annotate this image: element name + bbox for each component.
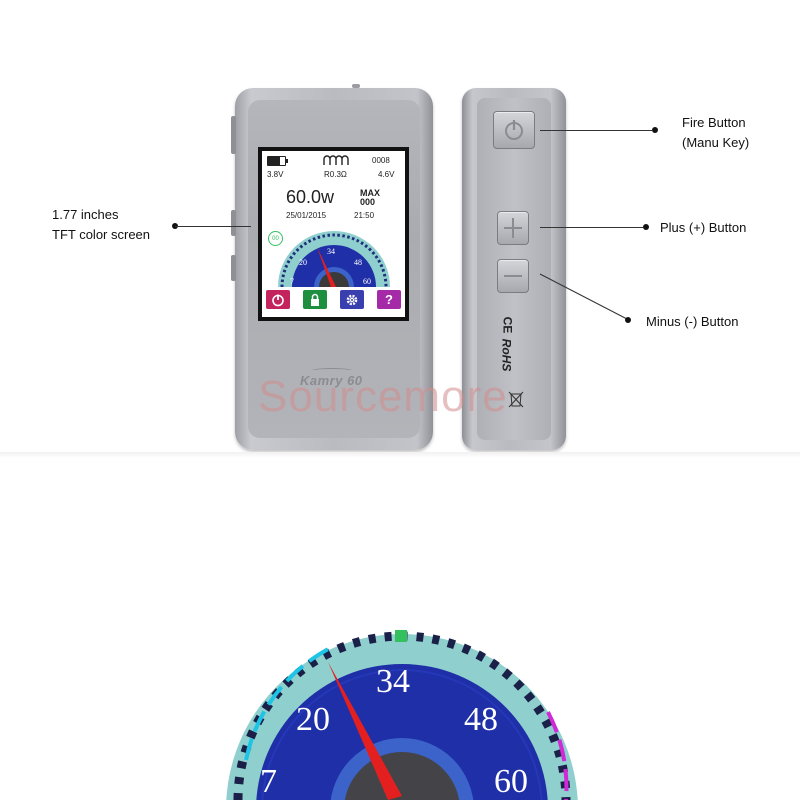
minus-icon — [504, 275, 522, 277]
weee-bin-icon — [508, 391, 524, 408]
date: 25/01/2015 — [286, 211, 327, 220]
plus-callout: Plus (+) Button — [660, 220, 747, 235]
screen-callout-line2: TFT color screen — [52, 227, 151, 242]
mini-gauge-tick: 7 — [290, 277, 294, 286]
plus-callout-dot — [643, 224, 649, 230]
puff-badge-value: 00 — [272, 235, 279, 242]
watermark: Sourcemore — [258, 372, 508, 421]
fire-callout-line1: Fire Button — [682, 115, 746, 130]
minus-callout-line — [539, 273, 631, 323]
gauge-tick-label: 34 — [376, 663, 410, 700]
battery-tip — [286, 159, 288, 163]
front-edge-button[interactable] — [231, 210, 236, 236]
gauge-indicator-icon — [395, 630, 407, 642]
coil-counter: 0008 — [372, 156, 390, 165]
minus-callout: Minus (-) Button — [646, 314, 739, 329]
max-value: 000 — [360, 197, 376, 207]
resistance: R0.3Ω — [324, 170, 347, 179]
rohs-mark: RoHS — [499, 338, 514, 372]
power-icon — [272, 294, 284, 306]
mini-gauge-tick: 48 — [354, 258, 362, 267]
plus-icon — [504, 218, 522, 238]
front-edge-button[interactable] — [231, 255, 236, 281]
battery-voltage: 3.8V — [267, 170, 284, 179]
floor-shadow — [0, 452, 800, 458]
gauge-tick-label: 7 — [260, 763, 277, 800]
screen-callout-line1: 1.77 inches — [52, 207, 119, 222]
mini-gauge-tick: 34 — [327, 247, 335, 256]
lock-icon — [311, 293, 319, 306]
power-icon — [505, 120, 523, 140]
fire-callout-dot — [652, 127, 658, 133]
brand-swoosh — [312, 368, 352, 373]
screen-icon-bar: ? — [266, 290, 401, 312]
gear-icon-button[interactable] — [340, 290, 364, 309]
power-readout: 60.0w — [286, 187, 335, 207]
output-voltage: 4.6V — [378, 170, 395, 179]
gauge-tick-label: 20 — [296, 701, 330, 738]
fire-callout-line2: (Manu Key) — [682, 135, 750, 150]
puff-badge: 00 — [268, 231, 283, 246]
mini-gauge-tick: 60 — [363, 277, 371, 286]
help-icon-button[interactable]: ? — [377, 290, 401, 309]
time: 21:50 — [354, 211, 375, 220]
fire-button[interactable] — [493, 111, 535, 149]
ce-mark: CE — [500, 316, 515, 334]
mini-gauge-tick: 20 — [299, 258, 307, 267]
screen-callout-line — [175, 226, 251, 227]
front-edge-button[interactable] — [231, 116, 236, 154]
gear-icon — [346, 294, 358, 305]
lock-icon-button[interactable] — [303, 290, 327, 309]
minus-button[interactable] — [497, 259, 529, 293]
gauge-zoom: 7 20 34 48 60 — [226, 630, 578, 800]
brand-logo: Kamry 60 — [300, 373, 363, 388]
coil-icon — [323, 155, 349, 165]
gauge-tick-label: 48 — [464, 701, 498, 738]
fire-callout-line — [540, 130, 652, 131]
help-icon: ? — [385, 292, 393, 307]
tft-screen: 0008 3.8V R0.3Ω 4.6V 60.0w MAX 000 25/01… — [262, 151, 405, 317]
plus-callout-line — [540, 227, 643, 228]
battery-icon — [267, 156, 286, 166]
power-icon-button[interactable] — [266, 290, 290, 309]
gauge-tick-label: 60 — [494, 763, 528, 800]
top-connector — [352, 84, 360, 88]
mini-gauge: 7 20 34 48 60 — [278, 231, 390, 287]
max-label: MAX — [360, 188, 380, 198]
plus-button[interactable] — [497, 211, 529, 245]
